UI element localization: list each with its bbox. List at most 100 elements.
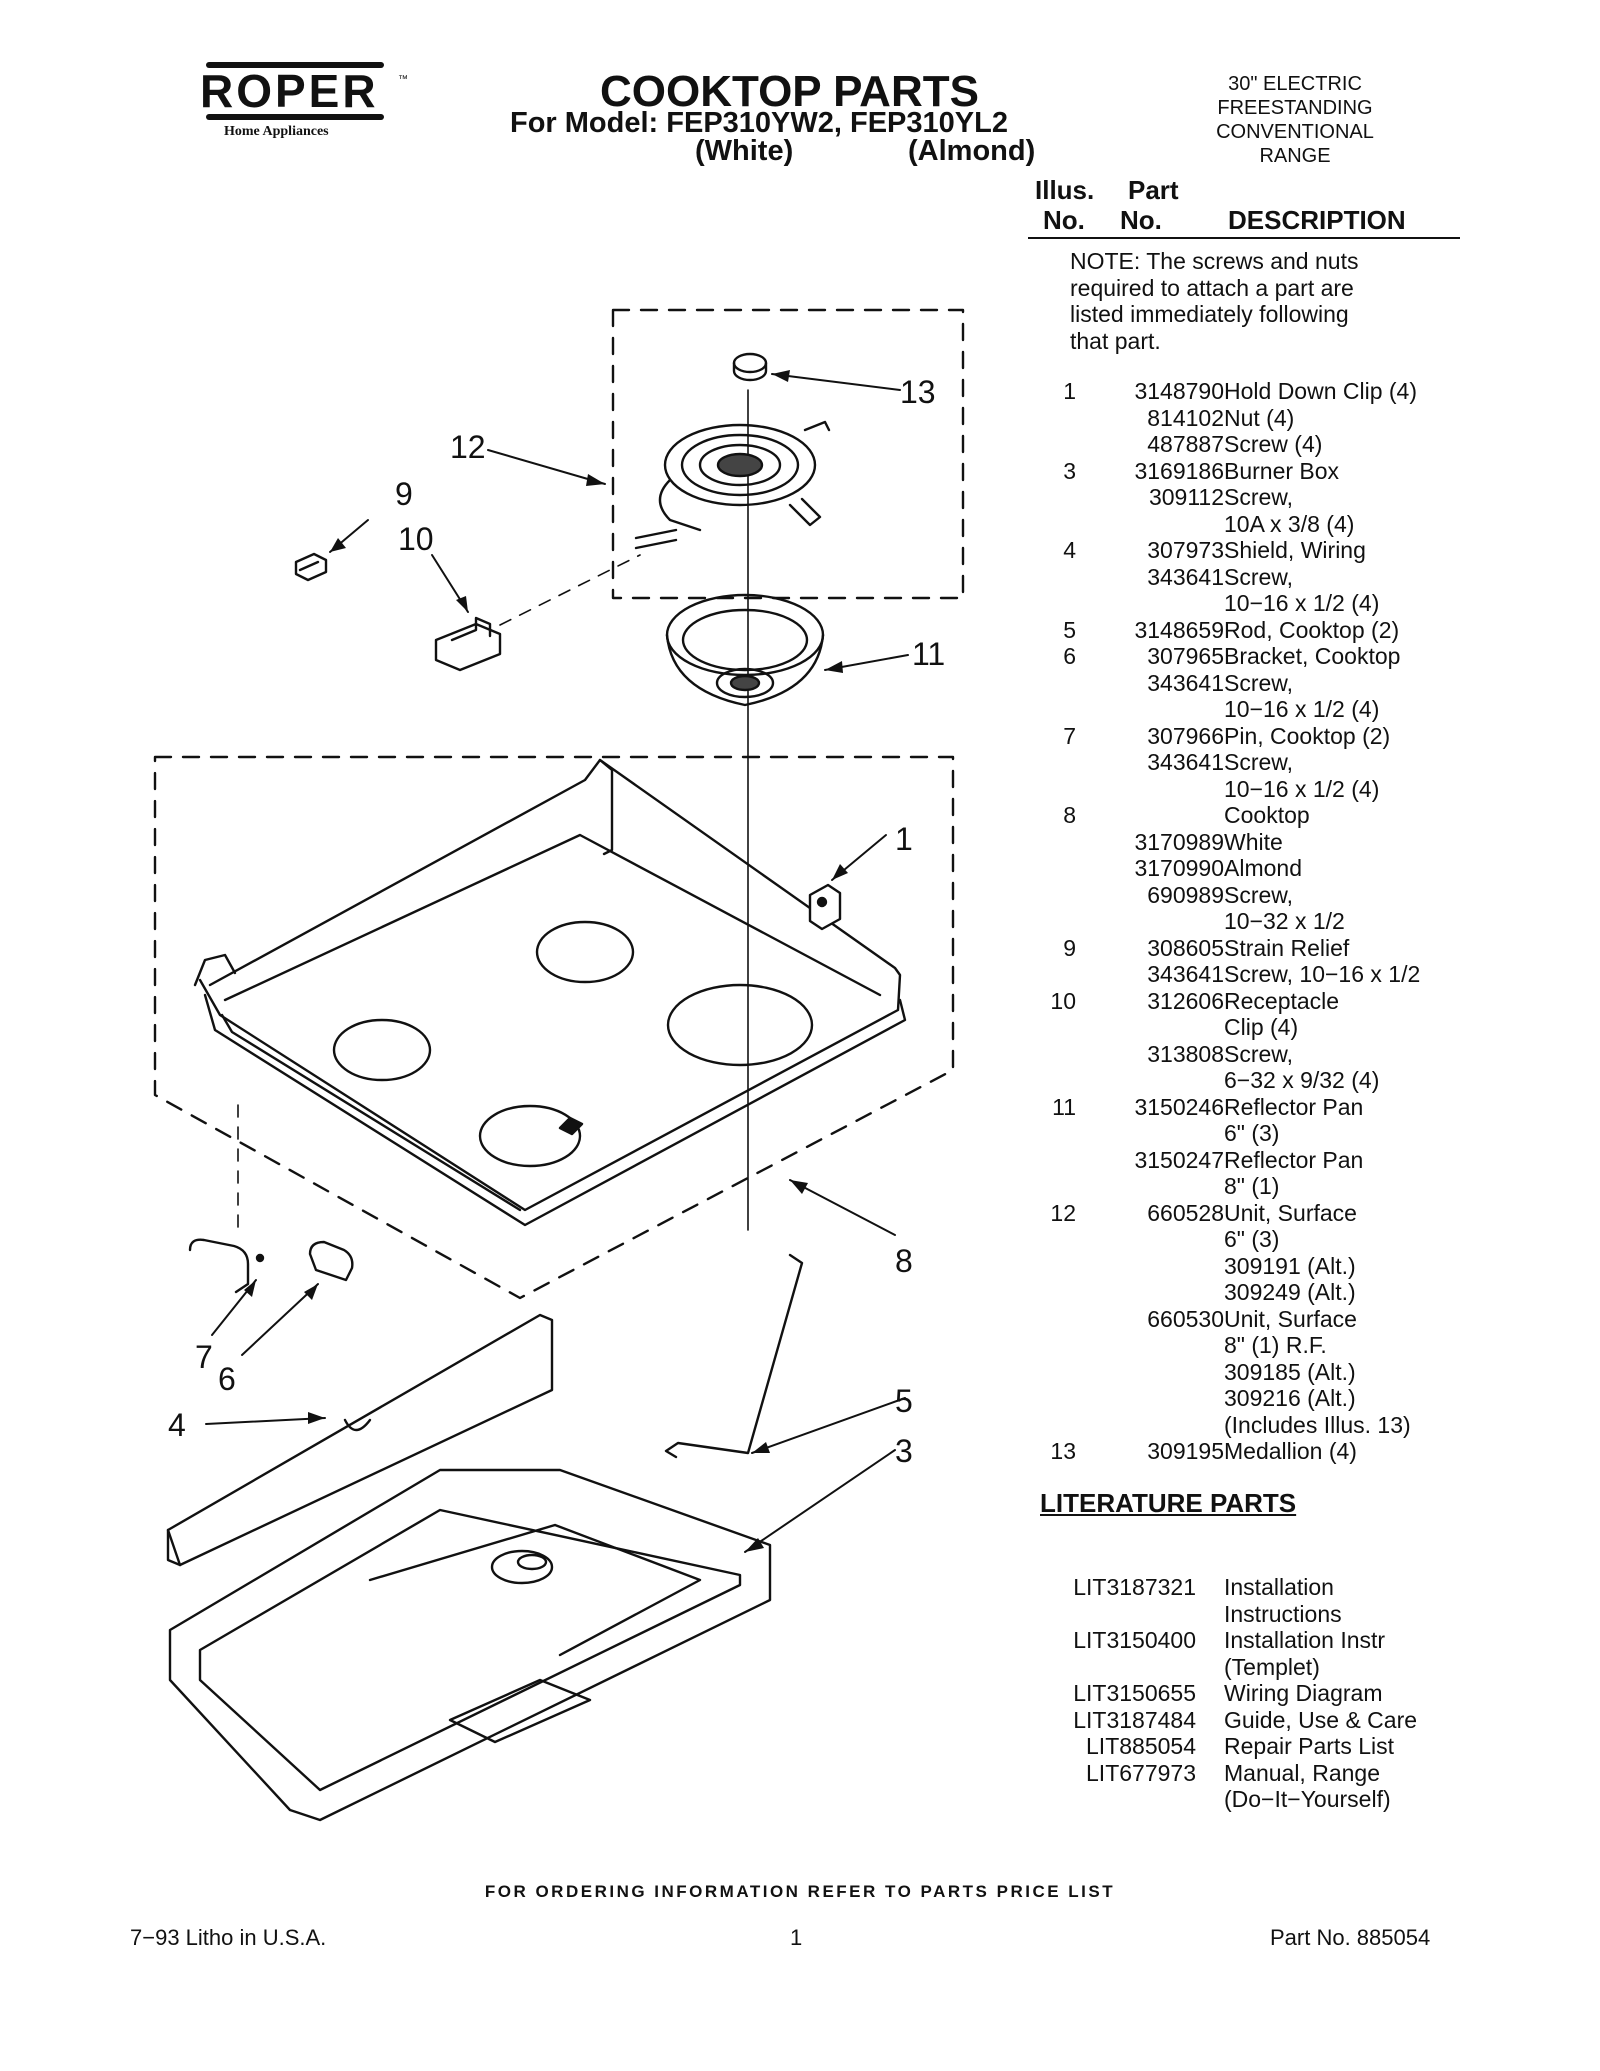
parts-row-description: Nut (4) [1224, 404, 1295, 431]
callout-10: 10 [398, 521, 434, 557]
parts-row: 10−32 x 1/2 [1028, 908, 1478, 935]
parts-row-part-no: 3170989 [1134, 828, 1224, 855]
parts-row-part-no: 690989 [1147, 881, 1224, 908]
literature-row: (Templet) [1028, 1654, 1478, 1681]
parts-row-description: Reflector Pan [1224, 1146, 1364, 1173]
parts-row-description: Screw, [1224, 749, 1294, 775]
col-header-illus-line1: Illus. [1035, 175, 1095, 205]
exploded-diagram: 13 12 9 10 11 1 8 7 6 4 5 3 [153, 308, 965, 1822]
parts-row-description: Rod, Cooktop (2) [1224, 616, 1400, 643]
part-number: Part No. 885054 [1270, 1925, 1431, 1950]
parts-row-part-no: 312606 [1147, 987, 1224, 1014]
parts-row: 10−16 x 1/2 (4) [1028, 776, 1478, 803]
surface-unit-part [634, 420, 831, 550]
parts-row-description: Screw, [1224, 563, 1294, 590]
parts-row-illus-no: 13 [1050, 1438, 1076, 1464]
parts-row-illus-no: 10 [1050, 987, 1076, 1014]
logo-trademark: ™ [398, 74, 408, 85]
literature-row-description: (Do−It−Yourself) [1224, 1786, 1391, 1812]
callout-arrowheads [244, 370, 848, 1552]
parts-row: 10−16 x 1/2 (4) [1028, 590, 1478, 617]
parts-row-part-no: 307973 [1147, 537, 1224, 563]
parts-row-part-no: 307965 [1147, 643, 1224, 669]
callout-12: 12 [450, 429, 486, 465]
color-white: (White) [695, 135, 794, 167]
literature-title: LITERATURE PARTS [1040, 1488, 1297, 1518]
callout-1: 1 [895, 821, 913, 857]
parts-row-part-no: 313808 [1147, 1040, 1224, 1067]
hold-down-clip-part [808, 883, 842, 931]
parts-row-description: Almond [1224, 855, 1302, 881]
parts-row-description: 6−32 x 9/32 (4) [1224, 1067, 1380, 1093]
parts-row-description: 10−16 x 1/2 (4) [1224, 775, 1380, 802]
literature-row-part-no: LIT677973 [1086, 1759, 1196, 1786]
parts-row-description: Burner Box [1224, 457, 1340, 484]
parts-row-description: (Includes Illus. 13) [1224, 1411, 1411, 1438]
parts-row-description: Screw, [1224, 1040, 1294, 1067]
col-header-illus-line2: No. [1043, 205, 1085, 235]
parts-row-description: Hold Down Clip (4) [1224, 378, 1418, 404]
parts-row-illus-no: 12 [1050, 1199, 1076, 1226]
parts-row-part-no: 3148659 [1134, 616, 1224, 643]
parts-row-illus-no: 5 [1063, 616, 1076, 643]
literature-row-description: Installation [1224, 1574, 1334, 1600]
literature-row-part-no: LIT3187484 [1073, 1706, 1196, 1733]
parts-row: 10−16 x 1/2 (4) [1028, 696, 1478, 723]
parts-row-illus-no: 11 [1052, 1093, 1076, 1120]
roper-logo: ROPER ™ Home Appliances [200, 62, 408, 140]
parts-row-description: Screw, [1224, 881, 1294, 908]
cooktop-dashed-box [153, 755, 955, 1300]
parts-row: 309249 (Alt.) [1028, 1279, 1478, 1306]
col-header-part-line1: Part [1128, 175, 1179, 205]
parts-row-description: Pin, Cooktop (2) [1224, 722, 1391, 749]
parts-row-illus-no: 6 [1063, 643, 1076, 669]
parts-row-description: Shield, Wiring [1224, 537, 1366, 563]
parts-row-illus-no: 4 [1063, 537, 1076, 563]
parts-row-illus-no: 1 [1063, 378, 1076, 404]
parts-row-part-no: 3150247 [1134, 1146, 1224, 1173]
reflector-pan-part [665, 593, 825, 707]
literature-row-description: Installation Instr [1224, 1627, 1386, 1653]
parts-row-part-no: 660530 [1147, 1305, 1224, 1332]
clip-guide-line [499, 554, 641, 626]
literature-row-description: Instructions [1224, 1600, 1342, 1627]
col-header-part: Part No. [1120, 175, 1179, 235]
surface-unit-dashed-box [611, 308, 965, 600]
parts-row: 309185 (Alt.) [1028, 1359, 1478, 1386]
logo-subtitle: Home Appliances [224, 124, 329, 139]
literature-row-description: Manual, Range [1224, 1759, 1380, 1786]
literature-row-part-no: LIT885054 [1086, 1733, 1196, 1759]
col-header-description: DESCRIPTION [1228, 205, 1406, 235]
page-number: 1 [790, 1925, 803, 1950]
parts-row-illus-no: 9 [1063, 934, 1076, 961]
note-text: NOTE: The screws and nuts required to at… [1070, 248, 1359, 354]
parts-row-description: Clip (4) [1224, 1014, 1299, 1040]
parts-row-part-no: 3150246 [1134, 1093, 1224, 1120]
parts-row-part-no: 3169186 [1134, 457, 1224, 484]
model-line: For Model: FEP310YW2, FEP310YL2 [510, 107, 1008, 139]
literature-row-description: (Templet) [1224, 1653, 1320, 1680]
parts-row-part-no: 343641 [1147, 563, 1224, 590]
parts-row-description: Medallion (4) [1224, 1438, 1357, 1464]
parts-row: Clip (4) [1028, 1014, 1478, 1041]
parts-row-part-no: 343641 [1147, 961, 1224, 987]
